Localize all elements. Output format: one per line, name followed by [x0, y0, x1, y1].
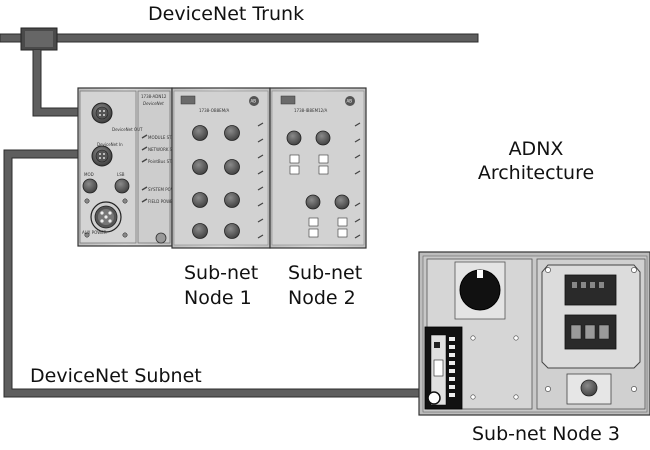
ab-logo-text: AB	[251, 99, 257, 104]
indicator-lamp	[580, 379, 598, 397]
node-1-label-line-1: Sub-net	[184, 262, 259, 284]
architecture-label-line-2: Architecture	[477, 162, 595, 184]
devicenet-in-label: DeviceNet In	[97, 142, 123, 147]
ab-logo-text: AB	[347, 99, 353, 104]
module-status-label: MODULE STATUS	[148, 135, 182, 140]
knob-indicator	[477, 270, 483, 278]
devicenet-out-label: DeviceNet OUT	[112, 127, 143, 132]
node-3-label: Sub-net Node 3	[472, 423, 620, 445]
adapter-module: DeviceNet OUT DeviceNet In MOD LSB AUX P…	[77, 87, 185, 247]
label-tab	[180, 95, 196, 105]
devicenet-in-connector	[91, 145, 113, 167]
devicenet-out-connector	[91, 102, 113, 124]
adapter-status-indicators: MODULE STATUS NETWORK STATUS PointBus ST…	[141, 134, 185, 204]
devicenet-subnet-cable	[3, 149, 436, 398]
ab-logo-icon	[345, 96, 355, 106]
adapter-brand-label: DeviceNet	[143, 101, 164, 106]
architecture-label-line-1: ADNX	[508, 138, 564, 160]
io-connector-icon	[224, 223, 240, 239]
node-2-label-line-1: Sub-net	[288, 262, 363, 284]
io-connector-icon	[224, 125, 240, 141]
terminal-block	[424, 326, 463, 410]
trunk-tap-connector	[20, 27, 58, 51]
io-connector-icon	[192, 159, 208, 175]
io-module-node-1: AB 1738-OB8EM/A	[171, 87, 271, 249]
label-tab	[280, 95, 296, 105]
io-connector-icon	[192, 223, 208, 239]
io1-status-leds	[257, 122, 264, 239]
aux-power-label: AUX POWER	[82, 230, 107, 235]
devicenet-trunk-cable	[0, 33, 479, 43]
trunk-label: DeviceNet Trunk	[148, 3, 305, 25]
io-module-node-2: AB 1738-IB8EM12/A	[269, 87, 367, 249]
mod-switch-label: MOD	[84, 172, 94, 177]
lsb-rotary-switch	[114, 178, 130, 194]
mod-rotary-switch	[82, 178, 98, 194]
node-2-label-line-2: Node 2	[288, 287, 356, 309]
io1-connector-grid	[192, 125, 240, 239]
adapter-catalog-label: 1738-ADN12	[141, 94, 167, 99]
pointbus-status-label: PointBus STATUS	[148, 159, 182, 164]
node-3-enclosure	[418, 251, 650, 416]
io-connector-icon	[192, 192, 208, 208]
io2-connectors	[286, 130, 350, 238]
indicator-display	[564, 274, 617, 306]
ab-logo-icon	[249, 96, 259, 106]
lsb-switch-label: LSB	[117, 172, 125, 177]
system-power-label: SYSTEM POWER	[148, 187, 180, 192]
node-1-label-line-2: Node 1	[184, 287, 252, 309]
field-power-label: FIELD POWER	[148, 199, 176, 204]
io-connector-icon	[224, 192, 240, 208]
ab-logo-icon	[155, 232, 167, 244]
network-status-label: NETWORK STATUS	[148, 147, 185, 152]
io1-catalog-label: 1738-OB8EM/A	[199, 108, 229, 113]
io2-status-leds	[354, 122, 361, 239]
io-connector-icon	[192, 125, 208, 141]
io-connector-icon	[224, 159, 240, 175]
subnet-label: DeviceNet Subnet	[30, 365, 202, 387]
aux-power-connector	[84, 198, 128, 238]
io2-catalog-label: 1738-IB8EM12/A	[294, 108, 328, 113]
